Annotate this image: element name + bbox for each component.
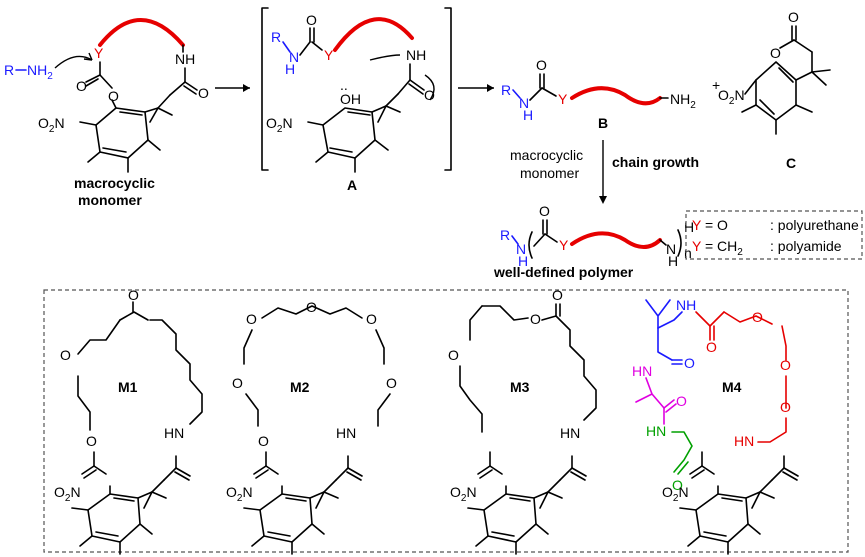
m4-no2: O2N	[662, 484, 689, 504]
poly-h2: H	[668, 253, 678, 269]
polymer-label: well-defined polymer	[493, 264, 634, 280]
m4-o-peg-3: O	[780, 399, 791, 415]
monomer-label-line1: macrocyclic	[74, 175, 155, 191]
m1-o-top: O	[128, 287, 139, 303]
m2-o-carbonate: O	[258, 433, 269, 449]
m4-hn-peg: HN	[734, 433, 754, 449]
b-o: O	[536, 57, 547, 73]
b-y: Y	[558, 91, 568, 107]
m2-o-1: O	[246, 311, 257, 327]
m2-hn: HN	[336, 425, 356, 441]
growth-label: chain growth	[612, 154, 699, 170]
m1-label: M1	[118, 379, 138, 395]
macrocyclic-monomer-structure: Y O O NH O O2N macrocyclic monomer	[38, 18, 209, 208]
m3-o-left: O	[448, 347, 459, 363]
b-nh2: NH2	[670, 91, 696, 111]
m2-o-4: O	[232, 375, 243, 391]
poly-y: Y	[559, 237, 569, 253]
m4-o-peg-1: O	[752, 309, 763, 325]
a-no2: O2N	[266, 115, 293, 135]
a-n: N	[289, 49, 299, 65]
m3-o-carbonyl-top: O	[552, 287, 563, 303]
monomer-o-ester: O	[108, 88, 119, 104]
poly-n-sub: n	[684, 245, 692, 261]
m1-o-carbonate: O	[86, 433, 97, 449]
m4-o-val: O	[684, 355, 695, 371]
amine-r: R	[4, 62, 14, 78]
label-a: A	[347, 177, 357, 193]
monomer-m3: O O O HN M3 O2N	[448, 287, 597, 555]
m4-o-amide-peg: O	[706, 339, 717, 355]
poly-h: H	[518, 253, 528, 269]
poly-o: O	[539, 203, 550, 219]
poly-r: R	[500, 227, 510, 243]
c-o-carbonyl: O	[788, 9, 799, 25]
m4-o-peg-2: O	[780, 357, 791, 373]
amine-nh2: NH2	[27, 62, 53, 82]
b-r: R	[501, 82, 511, 98]
product-b-structure: R N H O Y NH2 + B	[501, 57, 720, 131]
monomer-panel	[43, 289, 849, 553]
c-o-ring: O	[770, 45, 781, 61]
growth-reagent-line2: monomer	[520, 165, 579, 181]
m3-hn: HN	[560, 425, 580, 441]
a-y: Y	[324, 47, 334, 63]
poly-h-end: H	[684, 219, 694, 235]
m2-o-3: O	[366, 311, 377, 327]
m3-o-ester-top: O	[530, 311, 541, 327]
b-h: H	[523, 107, 533, 123]
monomer-m1: O O O HN M1 O2N	[54, 287, 203, 555]
m3-no2: O2N	[450, 484, 477, 504]
monomer-label-line2: monomer	[78, 192, 142, 208]
poly-n: N	[516, 241, 526, 257]
m1-no2: O2N	[54, 484, 81, 504]
a-o-carbonyl: O	[306, 12, 317, 28]
m2-o-5: O	[386, 375, 397, 391]
a-oh: OH	[340, 91, 361, 107]
m2-o-2: O	[306, 299, 317, 315]
m1-o-left: O	[60, 347, 71, 363]
amine-reagent: R NH2	[4, 52, 93, 82]
polymer-structure: R N H O Y N H H n well-defined polymer	[493, 203, 694, 280]
monomer-nh: NH	[175, 51, 195, 67]
m4-nh-val: NH	[676, 297, 696, 313]
m3-label: M3	[510, 379, 530, 395]
intermediate-a-structure: R N H O Y NH O .. OH O2N A	[261, 7, 452, 193]
legend-row-amide: Y = CH2: polyamide	[692, 238, 842, 258]
m4-label: M4	[722, 379, 742, 395]
monomer-m4: NH O O O O O HN HN O HN O M4 O2N	[632, 297, 799, 555]
monomer-y: Y	[94, 45, 104, 61]
chain-growth-step: macrocyclic monomer chain growth	[510, 140, 699, 204]
c-no2: O2N	[718, 87, 745, 107]
label-c: C	[786, 155, 796, 171]
a-h: H	[285, 61, 295, 77]
b-n: N	[519, 95, 529, 111]
a-nh: NH	[406, 47, 426, 63]
m2-no2: O2N	[226, 484, 253, 504]
m4-o-gly: O	[672, 477, 683, 493]
monomer-no2: O2N	[38, 115, 65, 135]
a-lone-pair: ..	[340, 77, 348, 93]
m4-o-ala: O	[676, 393, 687, 409]
a-o-amide: O	[424, 87, 435, 103]
monomer-m2: O O O O O O HN M2 O2N	[226, 299, 397, 555]
label-b: B	[598, 115, 608, 131]
attack-arrow-1	[54, 55, 93, 69]
monomer-o-amide: O	[198, 85, 209, 101]
legend-row-urethane: Y = O: polyurethane	[692, 217, 859, 233]
plus-sign: +	[712, 77, 720, 93]
poly-nh: N	[666, 241, 676, 257]
growth-reagent-line1: macrocyclic	[510, 147, 583, 163]
product-c-structure: O O O2N C	[718, 9, 831, 171]
a-r: R	[271, 29, 281, 45]
m2-label: M2	[290, 379, 310, 395]
m1-hn: HN	[164, 425, 184, 441]
m4-hn-gly: HN	[646, 423, 666, 439]
m4-hn-ala: HN	[632, 363, 652, 379]
y-legend-box: Y = O: polyurethane Y = CH2: polyamide	[685, 210, 863, 260]
monomer-o-carbonyl: O	[76, 78, 87, 94]
